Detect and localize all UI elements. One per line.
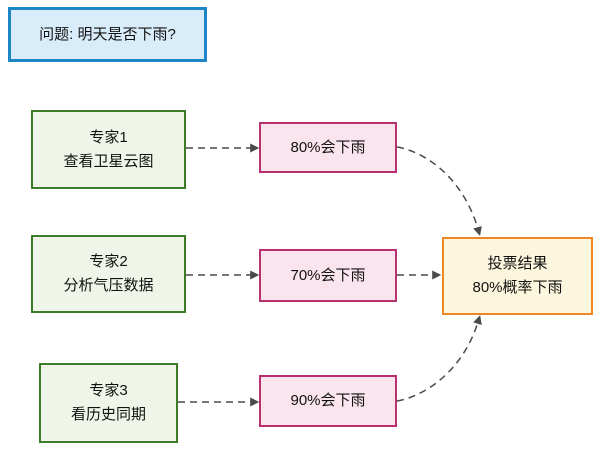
result-node: 投票结果 80%概率下雨	[442, 237, 593, 315]
expert2-name: 专家2	[89, 253, 128, 270]
result-title: 投票结果	[487, 255, 548, 272]
prediction3-node: 90%会下雨	[259, 375, 397, 427]
expert2-node: 专家2 分析气压数据	[31, 235, 186, 313]
prediction1-label: 80%会下雨	[290, 138, 366, 156]
expert1-node: 专家1 查看卫星云图	[31, 110, 186, 189]
expert1-name: 专家1	[89, 128, 128, 146]
expert3-name: 专家3	[89, 382, 128, 399]
expert2-method: 分析气压数据	[63, 277, 154, 294]
edge-prediction3-to-result	[396, 315, 482, 402]
prediction3-label: 90%会下雨	[290, 392, 366, 409]
expert3-method: 看历史同期	[70, 406, 146, 423]
result-value: 80%概率下雨	[472, 279, 563, 296]
question-node: 问题: 明天是否下雨?	[8, 7, 207, 62]
prediction1-node: 80%会下雨	[259, 122, 397, 173]
edge-prediction1-to-result	[396, 146, 482, 236]
prediction2-label: 70%会下雨	[290, 266, 366, 284]
question-label: 问题: 明天是否下雨?	[39, 25, 176, 43]
prediction2-node: 70%会下雨	[259, 249, 397, 302]
expert3-node: 专家3 看历史同期	[39, 363, 178, 443]
expert1-method: 查看卫星云图	[63, 152, 154, 170]
